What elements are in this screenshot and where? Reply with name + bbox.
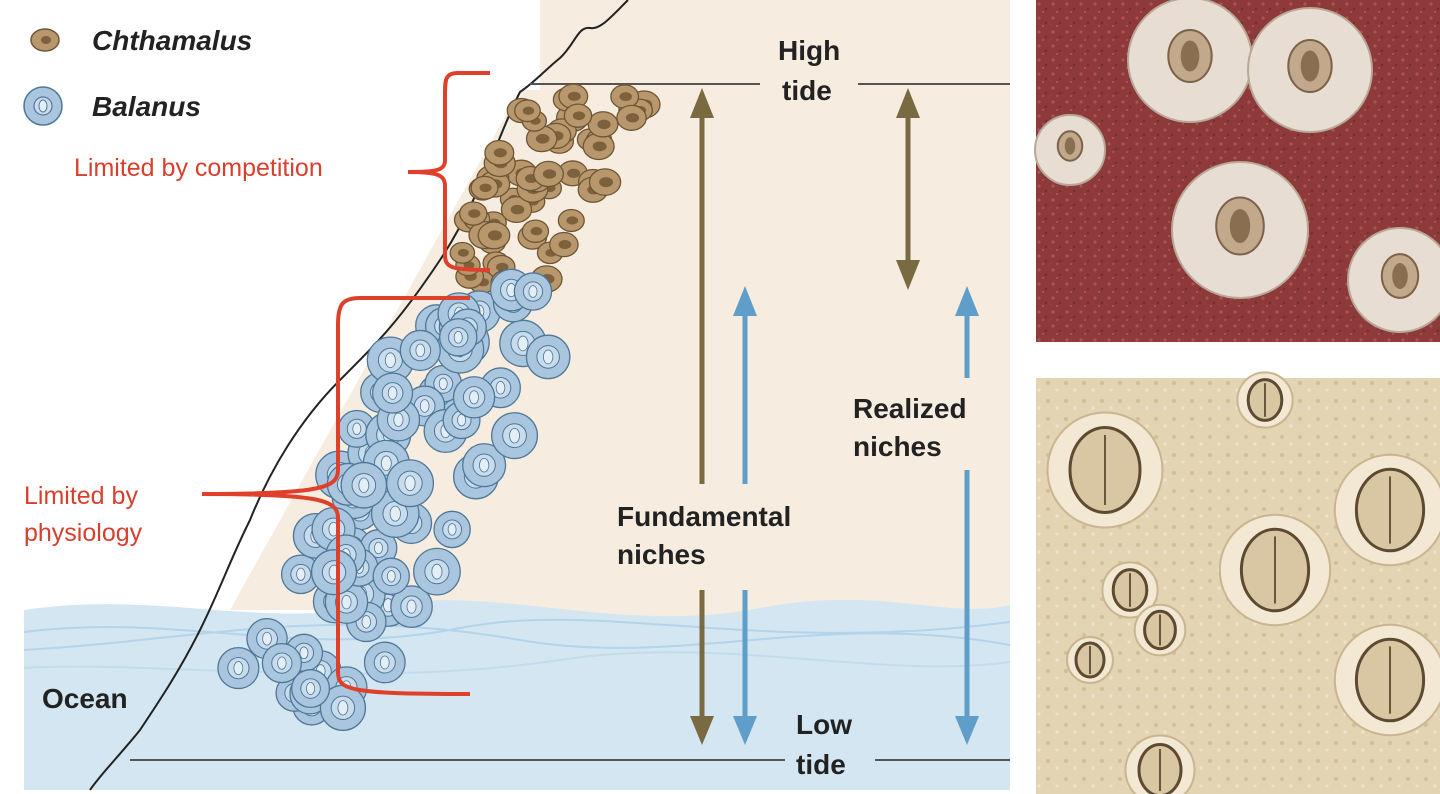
wave-line [23, 623, 1011, 651]
photo-barnacle [1133, 603, 1187, 657]
chthamalus-barnacle [558, 83, 589, 110]
balanus-barnacle [372, 557, 411, 595]
balanus-barnacle [291, 669, 331, 709]
balanus-barnacle [319, 684, 367, 731]
chthamalus-barnacle [616, 104, 647, 131]
balanus-barnacle [452, 376, 496, 419]
chthamalus-barnacle [449, 241, 476, 264]
chthamalus-legend-icon [30, 28, 60, 52]
chthamalus-barnacle [549, 231, 579, 258]
low-tide-label-line1: Low [796, 709, 852, 740]
balanus-barnacle [386, 459, 435, 508]
balanus-barnacle [399, 329, 441, 372]
legend: Chthamalus Balanus [23, 25, 252, 126]
realized-label-line2: niches [853, 431, 942, 462]
competition-label: Limited by competition [74, 154, 323, 182]
chthamalus-barnacle [587, 111, 619, 138]
competition-bracket [407, 71, 491, 272]
chthamalus-fundamental-arrow [690, 88, 714, 745]
balanus-barnacle [371, 372, 414, 414]
chthamalus-barnacle [582, 132, 615, 161]
balanus-realized-arrow [955, 286, 979, 745]
chthamalus-barnacles [449, 83, 661, 297]
photo-barnacle [1247, 7, 1373, 133]
chthamalus-barnacle [514, 99, 541, 123]
balanus-barnacle [525, 334, 571, 380]
chthamalus-barnacle [610, 84, 640, 109]
photo-barnacle [1101, 561, 1159, 619]
chthamalus-barnacle [588, 168, 622, 196]
chthamalus-photo [1034, 0, 1440, 342]
balanus-barnacle [390, 585, 433, 628]
photo-barnacle [1034, 114, 1106, 186]
balanus-barnacle [217, 647, 260, 690]
chthamalus-barnacle [470, 175, 499, 200]
balanus-barnacle [261, 642, 303, 684]
balanus-barnacle [340, 461, 388, 509]
balanus-photo [1036, 371, 1440, 794]
chthamalus-barnacle [525, 125, 558, 153]
chthamalus-barnacle [521, 219, 550, 243]
fundamental-label-line2: niches [617, 539, 706, 570]
photo-barnacle [1347, 227, 1440, 333]
chthamalus-barnacle [459, 201, 488, 226]
chthamalus-barnacle [477, 221, 511, 250]
high-tide-label-line1: High [778, 35, 840, 66]
chthamalus-barnacle [500, 196, 533, 223]
balanus-barnacle [491, 412, 539, 460]
physiology-label-line1: Limited by [24, 482, 138, 510]
chthamalus-barnacle [533, 160, 564, 188]
photo-barnacle [1066, 636, 1114, 684]
balanus-barnacle [280, 554, 321, 595]
photo-barnacle [1236, 371, 1294, 429]
photo-barnacle [1218, 513, 1332, 627]
balanus-barnacle [462, 443, 507, 488]
balanus-fundamental-arrow [733, 286, 757, 745]
physiology-bracket [201, 296, 471, 696]
high-tide-label-line2: tide [782, 75, 832, 106]
balanus-barnacle [413, 547, 461, 596]
chthamalus-barnacle [484, 139, 515, 166]
wave-line [23, 651, 1011, 675]
balanus-legend-label: Balanus [92, 91, 201, 122]
chthamalus-legend-label: Chthamalus [92, 25, 252, 56]
chthamalus-realized-arrow [896, 88, 920, 290]
photo-barnacle [1046, 411, 1164, 529]
fundamental-label-line1: Fundamental [617, 501, 791, 532]
ocean-label: Ocean [42, 683, 128, 714]
balanus-barnacles [217, 268, 571, 731]
photo-barnacle [1333, 453, 1440, 567]
low-tide-label-line2: tide [796, 749, 846, 780]
chthamalus-barnacle [557, 208, 585, 233]
balanus-barnacle [363, 641, 406, 684]
balanus-barnacle [513, 272, 553, 311]
balanus-barnacle [433, 510, 471, 549]
wave-line [23, 618, 1011, 641]
photo-barnacle [1127, 0, 1253, 123]
balanus-barnacle [438, 318, 478, 357]
rock-outline [89, 0, 629, 791]
physiology-label-line2: physiology [24, 519, 143, 547]
photo-barnacle [1171, 161, 1309, 299]
realized-label-line1: Realized [853, 393, 967, 424]
photo-barnacle [1333, 623, 1440, 737]
photo-barnacle [1124, 734, 1196, 794]
chthamalus-barnacle [563, 103, 593, 128]
balanus-barnacle [310, 549, 358, 596]
balanus-legend-icon [23, 86, 63, 126]
